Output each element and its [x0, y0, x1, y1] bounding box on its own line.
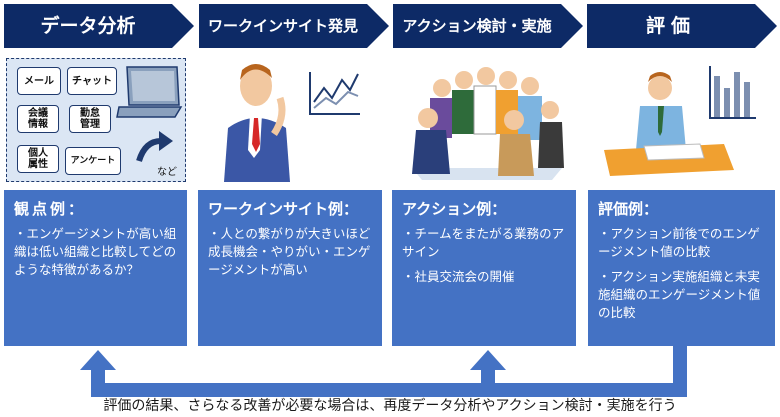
step-title: データ分析: [40, 15, 136, 37]
data-source-personal: 個人 属性: [17, 145, 59, 173]
data-source-mail: メール: [17, 67, 61, 95]
step-title: 評価: [645, 15, 696, 37]
curved-arrow-icon: [136, 131, 173, 162]
data-source-meeting: 会議 情報: [17, 105, 59, 133]
box-heading: ワークインサイト例：: [208, 200, 359, 218]
box-item: ・チームをまたがる業務のアサイン: [402, 226, 565, 259]
step-box-1: 観点例： ・エンゲージメントが高い組織は低い組織と比較してどのような特徴があるか…: [4, 190, 187, 346]
box-item: ・アクション前後でのエンゲージメント値の比較: [598, 226, 760, 259]
data-source-chat: チャット: [67, 67, 117, 95]
data-sources-panel: メール チャット 会議 情報 勤怠 管理 個人 属性 アンケート など: [6, 58, 186, 182]
laptop-icon: [116, 66, 183, 118]
thinking-businessman-illustration: [224, 64, 360, 182]
team-meeting-illustration: [412, 67, 564, 180]
box-heading: アクション例：: [402, 200, 507, 218]
box-item: ・アクション実施組織と未実施組織のエンゲージメント値の比較: [598, 269, 761, 320]
step-box-2: ワークインサイト例： ・人との繋がりが大きいほど成長機会・やりがい・エンゲージメ…: [198, 190, 382, 346]
step-title: アクション検討・実施: [402, 17, 552, 35]
step-header-1: データ分析: [4, 4, 194, 48]
data-sources-suffix: など: [157, 167, 177, 178]
step-box-3: アクション例： ・チームをまたがる業務のアサイン ・社員交流会の開催: [392, 190, 576, 346]
step-header-2: ワークインサイト発見: [199, 4, 389, 48]
step-title: ワークインサイト発見: [207, 17, 358, 35]
data-source-survey: アンケート: [65, 147, 121, 175]
feedback-loop-arrow: [80, 346, 687, 397]
box-heading: 評価例：: [598, 200, 659, 218]
box-item: ・エンゲージメントが高い組織は低い組織と比較してどのような特徴があるか？: [14, 226, 177, 277]
box-item: ・人との繋がりが大きいほど成長機会・やりがい・エンゲージメントが高い: [208, 226, 371, 277]
data-source-attendance: 勤怠 管理: [69, 105, 111, 133]
step-header-3: アクション検討・実施: [393, 4, 583, 48]
box-item: ・社員交流会の開催: [402, 269, 515, 284]
evaluating-person-illustration: [604, 66, 756, 176]
step-header-4: 評価: [587, 4, 777, 48]
step-box-4: 評価例： ・アクション前後でのエンゲージメント値の比較 ・アクション実施組織と未…: [588, 190, 775, 346]
footer-note: 評価の結果、さらなる改善が必要な場合は、再度データ分析やアクション検討・実施を行…: [103, 398, 677, 414]
box-heading: 観点例：: [14, 200, 87, 218]
